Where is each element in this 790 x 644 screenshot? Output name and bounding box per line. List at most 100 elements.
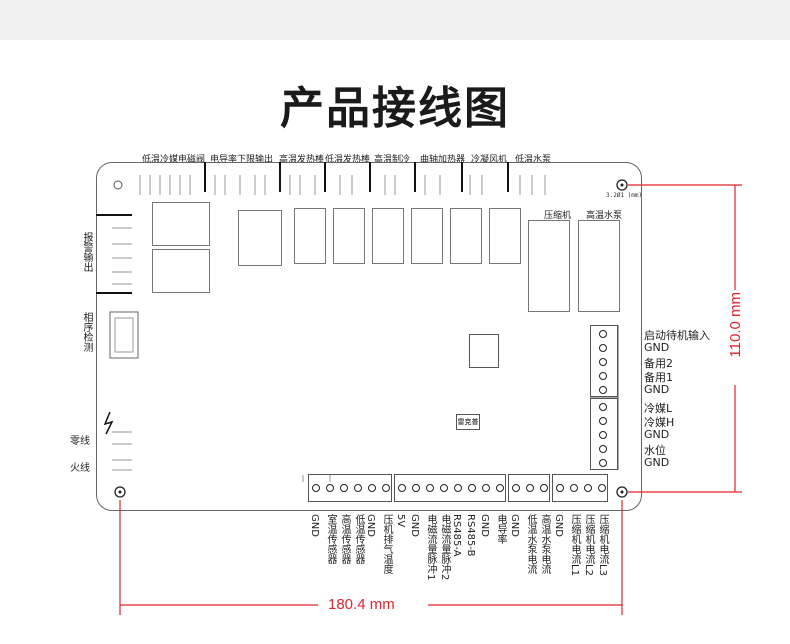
- screw-r9: [599, 445, 607, 453]
- relay-9: [489, 208, 521, 264]
- screw-b21: [598, 484, 606, 492]
- bottom-label-18: GND: [553, 514, 564, 537]
- height-dimension: 110.0 mm: [727, 292, 744, 358]
- screw-b10: [440, 484, 448, 492]
- bottom-label-20: 压缩机电流L2: [583, 514, 594, 576]
- screw-b8: [412, 484, 420, 492]
- right-label-1: 启动待机输入: [644, 329, 710, 342]
- screw-b17: [540, 484, 548, 492]
- bottom-label-12: RS485-B: [465, 514, 476, 557]
- bottom-label-9: 电磁流量脉冲1: [425, 514, 436, 581]
- screw-b3: [340, 484, 348, 492]
- top-label-5: 高温制冷: [374, 155, 411, 165]
- screw-b2: [326, 484, 334, 492]
- right-label-2: GND: [644, 341, 670, 354]
- bottom-label-13: GND: [479, 514, 490, 537]
- bottom-label-15: GND: [509, 514, 520, 537]
- screw-r5: [599, 386, 607, 394]
- relay-8: [450, 208, 482, 264]
- screw-r8: [599, 431, 607, 439]
- screw-b7: [398, 484, 406, 492]
- hole-note: 3.2Ø1 (mm): [606, 192, 643, 199]
- relay-4: [294, 208, 326, 264]
- bottom-label-1: GND: [309, 514, 320, 537]
- screw-r1: [599, 330, 607, 338]
- bottom-label-21: 压缩机电流L3: [597, 514, 608, 576]
- right-label-5: GND: [644, 383, 670, 396]
- bottom-terminal-block-4: [552, 474, 608, 502]
- screw-r7: [599, 417, 607, 425]
- bottom-terminal-block-3: [508, 474, 550, 502]
- relay-7: [411, 208, 443, 264]
- bottom-terminal-block-1: [308, 474, 392, 502]
- right-label-8: GND: [644, 428, 670, 441]
- top-band: [0, 0, 790, 40]
- top-label-1: 低温冷媒电磁阀: [142, 155, 206, 165]
- relay-3: [238, 210, 282, 266]
- bottom-terminal-block-2: [394, 474, 506, 502]
- bottom-label-2: 室温传感器: [325, 514, 336, 564]
- right-label-4: 备用1: [644, 371, 673, 384]
- compressor-relay: [528, 220, 570, 312]
- bottom-label-6: 压机排气温度: [381, 514, 392, 574]
- live-label: 火线: [70, 463, 90, 474]
- right-label-7: 冷媒H: [644, 416, 675, 429]
- top-label-7: 冷凝风机: [471, 155, 508, 165]
- right-label-6: 冷媒L: [644, 402, 673, 415]
- compressor-label: 压缩机: [544, 211, 572, 221]
- bottom-label-7: 5V: [395, 514, 406, 528]
- screw-b20: [584, 484, 592, 492]
- neutral-label: 零线: [70, 436, 90, 447]
- screw-b14: [496, 484, 504, 492]
- top-label-8: 低温水泵: [515, 155, 552, 165]
- right-label-10: GND: [644, 456, 670, 469]
- screw-b9: [426, 484, 434, 492]
- top-label-4: 低温发热棒: [325, 155, 371, 165]
- screw-b1: [312, 484, 320, 492]
- bottom-label-10: 电磁流量脉冲2: [439, 514, 450, 581]
- phase-detect-label: 相序检测: [81, 312, 92, 352]
- right-label-9: 水位: [644, 444, 666, 457]
- bottom-label-3: 高温传感器: [339, 514, 350, 564]
- screw-b12: [468, 484, 476, 492]
- right-terminal-block-2: [590, 398, 618, 470]
- screw-b11: [454, 484, 462, 492]
- top-label-2: 电导率下限输出: [210, 155, 274, 165]
- bottom-label-16: 低温水泵电流: [525, 514, 536, 574]
- screw-b4: [354, 484, 362, 492]
- relay-6: [372, 208, 404, 264]
- screw-r6: [599, 403, 607, 411]
- screw-b15: [512, 484, 520, 492]
- screw-r2: [599, 344, 607, 352]
- screw-b6: [382, 484, 390, 492]
- bottom-label-17: 高温水泵电流: [539, 514, 550, 574]
- screw-b16: [526, 484, 534, 492]
- top-label-3: 高温发热棒: [279, 155, 325, 165]
- relay-5: [333, 208, 365, 264]
- main-chip: [469, 334, 499, 368]
- right-label-3: 备用2: [644, 357, 673, 370]
- screw-b13: [482, 484, 490, 492]
- top-label-6: 曲轴加热器: [420, 155, 466, 165]
- bottom-label-8: GND: [409, 514, 420, 537]
- high-pump-relay: [578, 220, 620, 312]
- page-title: 产品接线图: [280, 83, 510, 134]
- screw-b19: [570, 484, 578, 492]
- bottom-label-5: GND: [365, 514, 376, 537]
- bottom-label-14: 电导率: [495, 514, 506, 544]
- bottom-label-4: 低温传感器: [353, 514, 364, 564]
- screw-r4: [599, 372, 607, 380]
- screw-b5: [368, 484, 376, 492]
- screw-r10: [599, 459, 607, 467]
- relay-2: [152, 249, 210, 293]
- alarm-output-label: 报警输出: [81, 232, 92, 272]
- small-chip: 雷克普: [456, 414, 480, 430]
- high-pump-label: 高温水泵: [586, 211, 623, 221]
- bottom-label-19: 压缩机电流L1: [569, 514, 580, 576]
- right-terminal-block-1: [590, 325, 618, 397]
- bottom-label-11: RS485-A: [451, 514, 462, 557]
- relay-1: [152, 202, 210, 246]
- screw-b18: [556, 484, 564, 492]
- screw-r3: [599, 358, 607, 366]
- width-dimension: 180.4 mm: [328, 596, 395, 613]
